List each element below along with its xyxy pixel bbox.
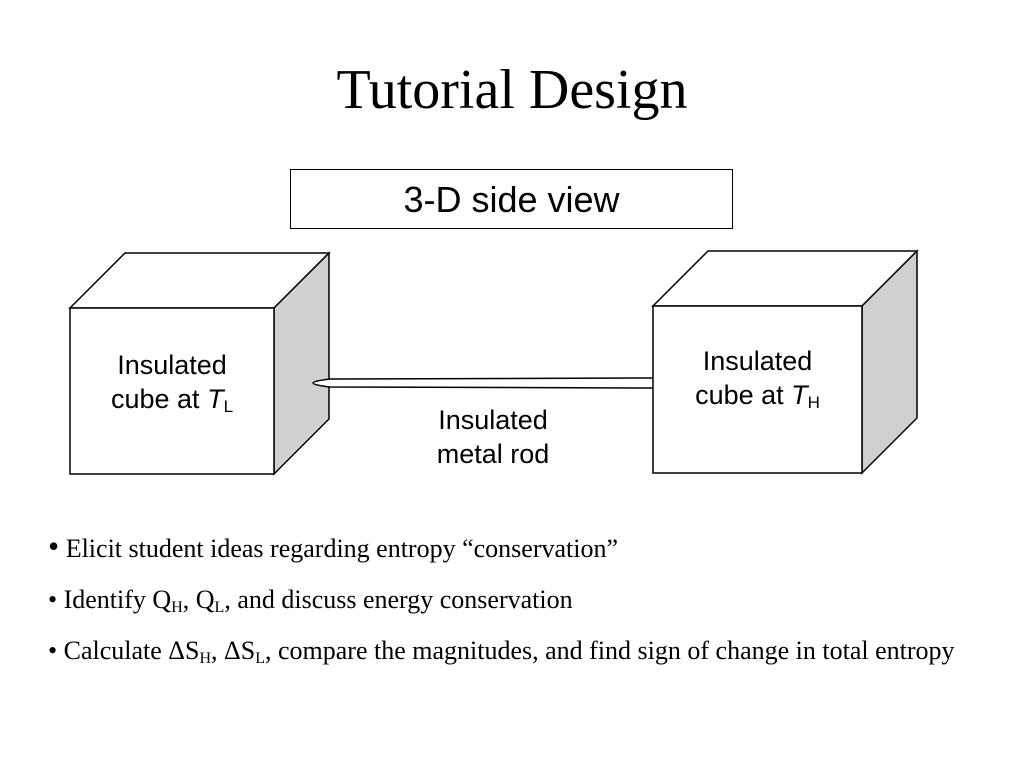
right-cube-label-line1: Insulated [702, 346, 813, 376]
bullet-sub-l: L [255, 650, 265, 668]
bullet-text-pre: • Calculate ΔS [48, 636, 200, 666]
bullet-text-mid: , ΔS [211, 636, 256, 666]
right-cube-front [652, 305, 863, 474]
slide-title: Tutorial Design [336, 59, 688, 121]
bullet-sub-h: H [199, 650, 212, 668]
rod-label: Insulated metal rod [393, 403, 593, 472]
bullet-text-mid: , Q [182, 585, 215, 615]
left-cube-label-prefix: cube at [110, 383, 200, 414]
bullet-text-post: , compare the magnitudes, and find sign … [265, 636, 955, 666]
bullet-sub-l: L [214, 599, 225, 617]
bullet-item-1: • Elicit student ideas regarding entropy… [48, 525, 978, 567]
metal-rod [312, 377, 655, 389]
bullet-list: • Elicit student ideas regarding entropy… [48, 525, 978, 685]
left-cube-label: Insulated cube at TL [70, 349, 274, 417]
view-label: 3-D side view [403, 179, 620, 220]
right-cube-label: Insulated cube at TH [653, 345, 862, 413]
right-cube-temp-var: T [791, 379, 808, 410]
rod-label-line1: Insulated [438, 405, 548, 435]
bullet-text-pre: • Identify Q [48, 585, 172, 615]
bullet-item-2: • Identify QH, QL, and discuss energy co… [48, 583, 978, 618]
left-cube-label-line1: Insulated [117, 350, 227, 380]
view-label-box: 3-D side view [290, 169, 733, 229]
bullet-text-post: , and discuss energy conservation [224, 585, 573, 615]
right-cube-label-prefix: cube at [695, 379, 784, 410]
left-cube-temp-sub: L [223, 396, 234, 416]
left-cube [68, 251, 331, 476]
rod-label-line2: metal rod [436, 439, 550, 470]
right-cube-temp-sub: H [807, 392, 820, 412]
left-cube-front [69, 307, 275, 475]
bullet-marker: • [48, 528, 60, 564]
left-cube-label-line2: cube at TL [70, 383, 274, 417]
right-cube [651, 249, 919, 475]
left-cube-temp-var: T [207, 383, 224, 414]
bullet-text: Elicit student ideas regarding entropy “… [65, 534, 619, 563]
bullet-item-3: • Calculate ΔSH, ΔSL, compare the magnit… [48, 634, 978, 669]
bullet-sub-h: H [171, 599, 183, 617]
right-cube-label-line2: cube at TH [653, 379, 862, 413]
